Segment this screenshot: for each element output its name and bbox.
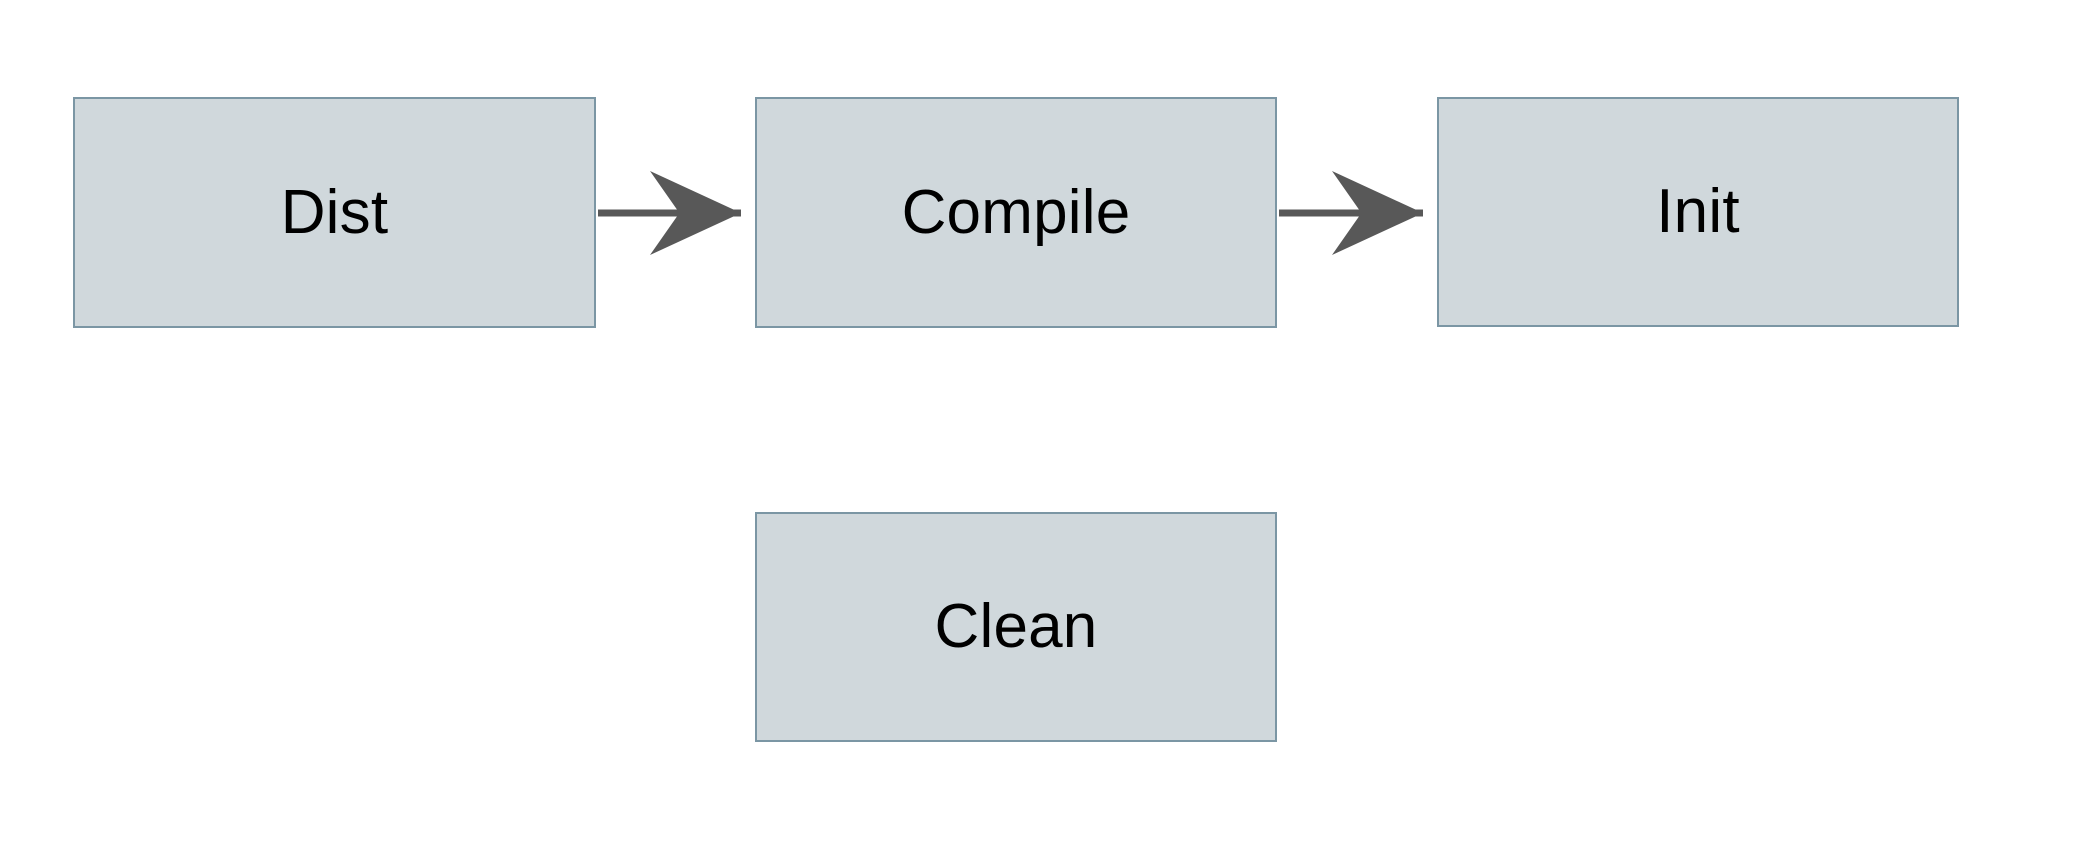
node-compile[interactable]: Compile: [755, 97, 1277, 328]
node-init-label: Init: [1656, 177, 1740, 246]
node-init[interactable]: Init: [1437, 97, 1959, 327]
node-dist-label: Dist: [280, 177, 389, 247]
node-clean-label: Clean: [934, 592, 1098, 661]
node-clean[interactable]: Clean: [755, 512, 1277, 742]
node-dist[interactable]: Dist: [73, 97, 596, 328]
node-compile-label: Compile: [901, 177, 1131, 247]
